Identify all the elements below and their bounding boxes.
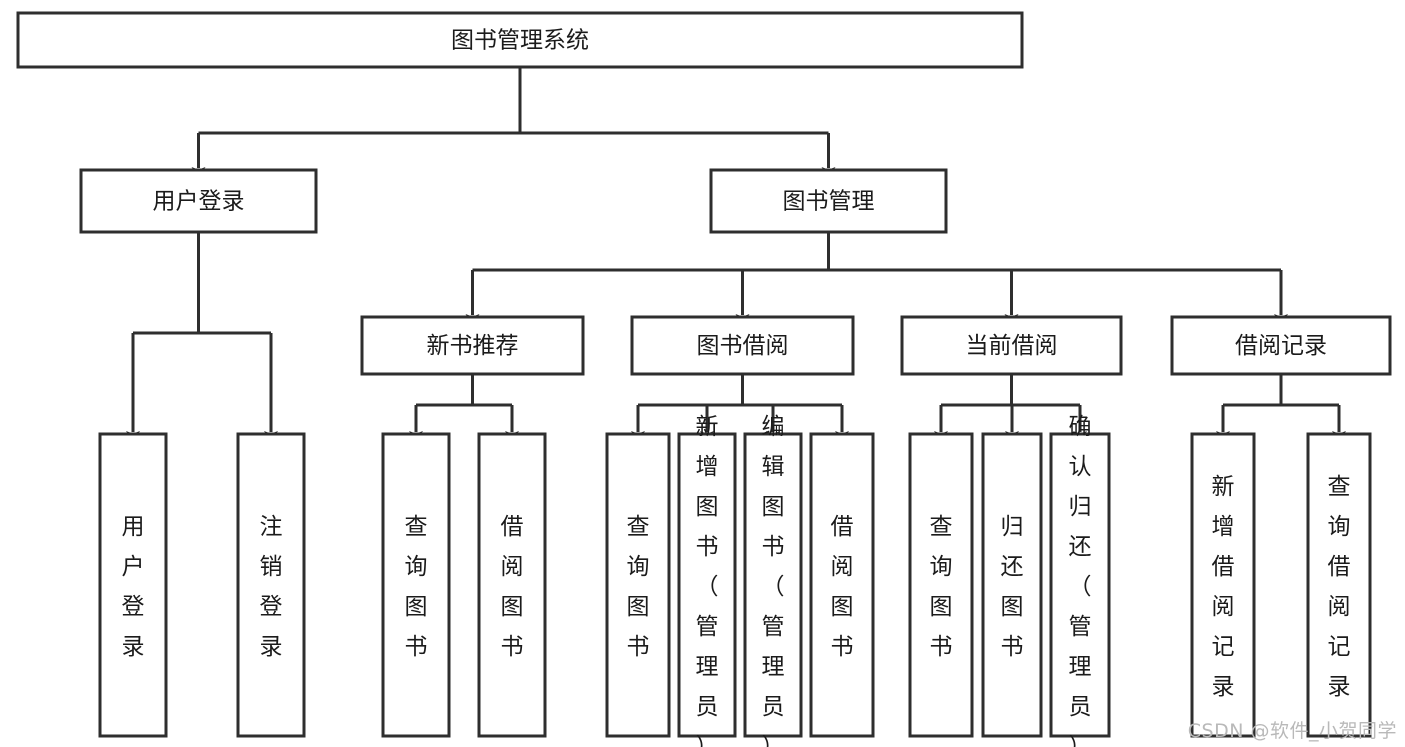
node-box-leaf-query-borrow-record	[1306, 432, 1372, 738]
node-leaf-borrow-book-rec[interactable]: 借阅图书	[477, 432, 547, 738]
node-label-borrow-record: 借阅记录	[1235, 333, 1327, 359]
node-box-borrow-record	[1170, 315, 1392, 376]
node-box-leaf-user-logout	[236, 432, 306, 738]
node-label-leaf-add-book-admin: 新增图书（管理员）	[696, 414, 719, 747]
node-box-leaf-borrow-book	[809, 432, 875, 738]
node-boxes: 图书管理系统用户登录图书管理新书推荐图书借阅当前借阅借阅记录用户登录注销登录查询…	[16, 11, 1392, 747]
node-borrow-record[interactable]: 借阅记录	[1170, 315, 1392, 376]
node-user-login[interactable]: 用户登录	[79, 168, 318, 234]
node-leaf-edit-book-admin[interactable]: 编辑图书（管理员）	[743, 414, 803, 747]
node-box-leaf-add-book-admin	[677, 432, 737, 738]
node-label-book-borrow: 图书借阅	[697, 333, 789, 359]
node-leaf-query-borrow-record[interactable]: 查询借阅记录	[1306, 432, 1372, 738]
node-label-leaf-query-book-cur: 查询图书	[930, 514, 953, 660]
node-box-leaf-query-book-cur	[908, 432, 974, 738]
node-leaf-confirm-return-admin[interactable]: 确认归还（管理员）	[1049, 414, 1111, 747]
node-box-leaf-add-borrow-record	[1190, 432, 1256, 738]
node-leaf-query-book-borrow[interactable]: 查询图书	[605, 432, 671, 738]
node-label-leaf-borrow-book: 借阅图书	[831, 514, 854, 660]
node-label-leaf-confirm-return-admin: 确认归还（管理员）	[1069, 414, 1092, 747]
node-box-book-borrow	[630, 315, 855, 376]
node-box-user-login	[79, 168, 318, 234]
node-box-leaf-query-book-borrow	[605, 432, 671, 738]
node-current-borrow[interactable]: 当前借阅	[900, 315, 1123, 376]
node-label-leaf-return-book: 归还图书	[1001, 514, 1024, 660]
node-box-leaf-user-login	[98, 432, 168, 738]
node-new-book-rec[interactable]: 新书推荐	[360, 315, 585, 376]
node-book-borrow[interactable]: 图书借阅	[630, 315, 855, 376]
node-leaf-borrow-book[interactable]: 借阅图书	[809, 432, 875, 738]
node-label-root: 图书管理系统	[451, 28, 589, 54]
node-box-book-manage	[709, 168, 948, 234]
node-box-leaf-return-book	[981, 432, 1043, 738]
node-label-new-book-rec: 新书推荐	[427, 333, 519, 359]
node-label-leaf-query-borrow-record: 查询借阅记录	[1328, 474, 1351, 700]
node-label-user-login: 用户登录	[153, 189, 245, 215]
node-box-current-borrow	[900, 315, 1123, 376]
node-box-new-book-rec	[360, 315, 585, 376]
node-label-leaf-add-borrow-record: 新增借阅记录	[1212, 474, 1235, 700]
node-leaf-return-book[interactable]: 归还图书	[981, 432, 1043, 738]
node-label-leaf-edit-book-admin: 编辑图书（管理员）	[762, 414, 785, 747]
node-label-leaf-query-book-rec: 查询图书	[405, 514, 428, 660]
node-box-leaf-confirm-return-admin	[1049, 432, 1111, 738]
node-root[interactable]: 图书管理系统	[16, 11, 1024, 69]
connector-lines	[126, 67, 1346, 442]
node-box-leaf-query-book-rec	[381, 432, 451, 738]
node-leaf-query-book-cur[interactable]: 查询图书	[908, 432, 974, 738]
node-leaf-query-book-rec[interactable]: 查询图书	[381, 432, 451, 738]
node-book-manage[interactable]: 图书管理	[709, 168, 948, 234]
node-label-leaf-borrow-book-rec: 借阅图书	[501, 514, 524, 660]
node-leaf-add-borrow-record[interactable]: 新增借阅记录	[1190, 432, 1256, 738]
node-box-leaf-borrow-book-rec	[477, 432, 547, 738]
node-label-leaf-user-logout: 注销登录	[260, 514, 283, 660]
node-label-book-manage: 图书管理	[783, 189, 875, 215]
node-leaf-user-login[interactable]: 用户登录	[98, 432, 168, 738]
node-leaf-add-book-admin[interactable]: 新增图书（管理员）	[677, 414, 737, 747]
node-label-current-borrow: 当前借阅	[966, 333, 1058, 359]
node-label-leaf-user-login: 用户登录	[122, 514, 145, 660]
node-leaf-user-logout[interactable]: 注销登录	[236, 432, 306, 738]
node-box-leaf-edit-book-admin	[743, 432, 803, 738]
node-label-leaf-query-book-borrow: 查询图书	[627, 514, 650, 660]
csdn-watermark: CSDN @软件_小贺同学	[1187, 720, 1397, 742]
node-box-root	[16, 11, 1024, 69]
